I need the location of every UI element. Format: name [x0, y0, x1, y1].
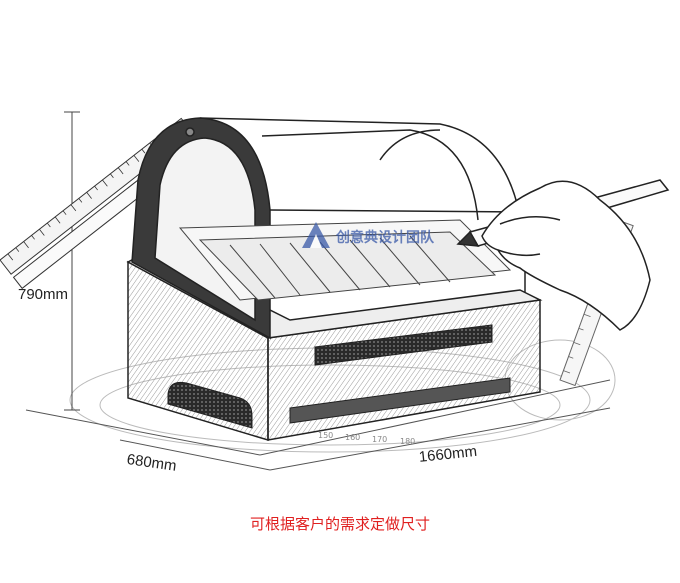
svg-text:180: 180 — [400, 437, 415, 446]
height-dimension-line — [64, 111, 80, 411]
custom-size-caption: 可根据客户的需求定做尺寸 — [249, 515, 430, 533]
hand-with-pencil — [456, 179, 670, 331]
bottom-front-strip — [289, 377, 511, 424]
side-vent — [167, 381, 253, 429]
floor-dimension-lines — [25, 379, 611, 471]
svg-text:160: 160 — [345, 433, 360, 442]
inner-pans — [178, 219, 512, 301]
svg-text:170: 170 — [372, 435, 387, 444]
floor-scale-marks: 150 160 170 180 — [318, 431, 415, 446]
front-vent-grille — [314, 324, 493, 366]
watermark-text: 创意典设计团队 — [336, 230, 434, 246]
height-dimension-label: 790mm — [18, 286, 69, 303]
glass-dome — [199, 117, 526, 292]
watermark-logo-icon — [302, 222, 330, 248]
svg-text:150: 150 — [318, 431, 333, 440]
